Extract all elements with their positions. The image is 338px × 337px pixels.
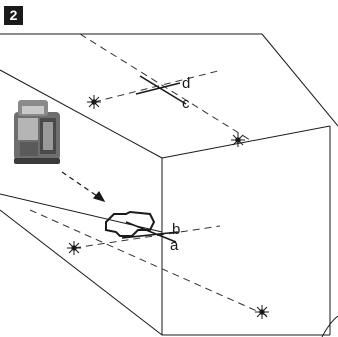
floor-marking-icon <box>105 210 156 237</box>
callout-c: c <box>182 95 190 112</box>
ceiling-marker-line-d <box>135 82 181 95</box>
corner-curve <box>321 315 338 337</box>
room-outline <box>0 33 338 336</box>
marker-segments <box>121 75 187 243</box>
laser-dot-icon <box>255 305 269 319</box>
callout-b: b <box>172 221 180 238</box>
floor-marker-line-a <box>125 221 177 243</box>
step-number-badge: 2 <box>4 6 23 25</box>
callout-a: a <box>170 237 179 254</box>
laser-dot-icon <box>87 95 101 109</box>
laser-level-device-icon <box>14 100 60 164</box>
laser-dot-icon <box>67 241 81 255</box>
movement-arrow-icon <box>61 171 106 202</box>
callout-d: d <box>182 75 190 92</box>
laser-dot-icon <box>231 133 245 147</box>
ceiling-marker-line-c <box>139 75 187 105</box>
